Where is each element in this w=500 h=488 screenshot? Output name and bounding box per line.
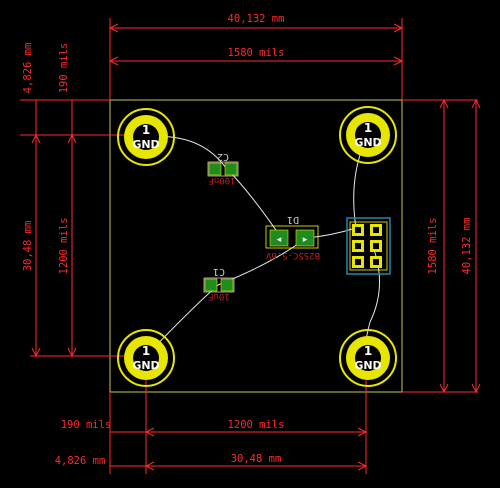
mounting-hole-bl[interactable]: 1 GND [117, 329, 175, 387]
dim-top-mm: 40,132 mm [228, 13, 285, 25]
dim-bottom-small-mm: 4,826 mm [55, 455, 106, 467]
hole-net-label: GND [132, 138, 159, 151]
dim-left-mm: 30,48 mm [22, 221, 34, 272]
dim-left-small-mm: 4,826 mm [22, 43, 34, 94]
dim-bottom-mils: 1200 mils [228, 419, 285, 431]
component-c1[interactable]: C1 10uF [203, 266, 235, 301]
board-edge [109, 99, 403, 393]
dim-left-small-mils: 190 mils [58, 43, 70, 94]
c1-value: 10uF [208, 291, 230, 301]
hole-pin-label: 1 [142, 123, 150, 137]
hole-pin-label: 1 [364, 344, 372, 358]
component-c2[interactable]: C2 100nF [207, 151, 239, 185]
pin-header[interactable] [346, 217, 391, 275]
d1-ref: D1 [287, 214, 299, 225]
d1-pad-mark: ▸ [303, 235, 308, 245]
hole-pin-label: 1 [142, 344, 150, 358]
dimension-lines [20, 18, 481, 474]
hole-net-label: GND [132, 359, 159, 372]
component-d1[interactable]: ◂ ▸ D1 B2S5C-5.6V [265, 214, 320, 260]
mounting-hole-br[interactable]: 1 GND [339, 329, 397, 387]
d1-pad-mark: ◂ [277, 235, 282, 245]
hole-net-label: GND [354, 136, 381, 149]
c1-ref: C1 [213, 266, 225, 277]
c2-value: 100nF [208, 175, 235, 185]
c2-ref: C2 [217, 151, 229, 162]
header-pads [352, 224, 382, 268]
ratsnest [145, 134, 380, 357]
hole-pin-label: 1 [364, 121, 372, 135]
d1-value: B2S5C-5.6V [265, 250, 320, 260]
dim-right-mm: 40,132 mm [461, 218, 473, 275]
mounting-hole-tl[interactable]: 1 GND [117, 108, 175, 166]
hole-net-label: GND [354, 359, 381, 372]
dim-top-mils: 1580 mils [228, 47, 285, 59]
dim-right-mils: 1580 mils [427, 218, 439, 275]
dim-bottom-mm: 30,48 mm [231, 453, 282, 465]
dim-bottom-small-mils: 190 mils [61, 419, 112, 431]
mounting-hole-tr[interactable]: 1 GND [339, 106, 397, 164]
dim-left-mils: 1200 mils [58, 218, 70, 275]
